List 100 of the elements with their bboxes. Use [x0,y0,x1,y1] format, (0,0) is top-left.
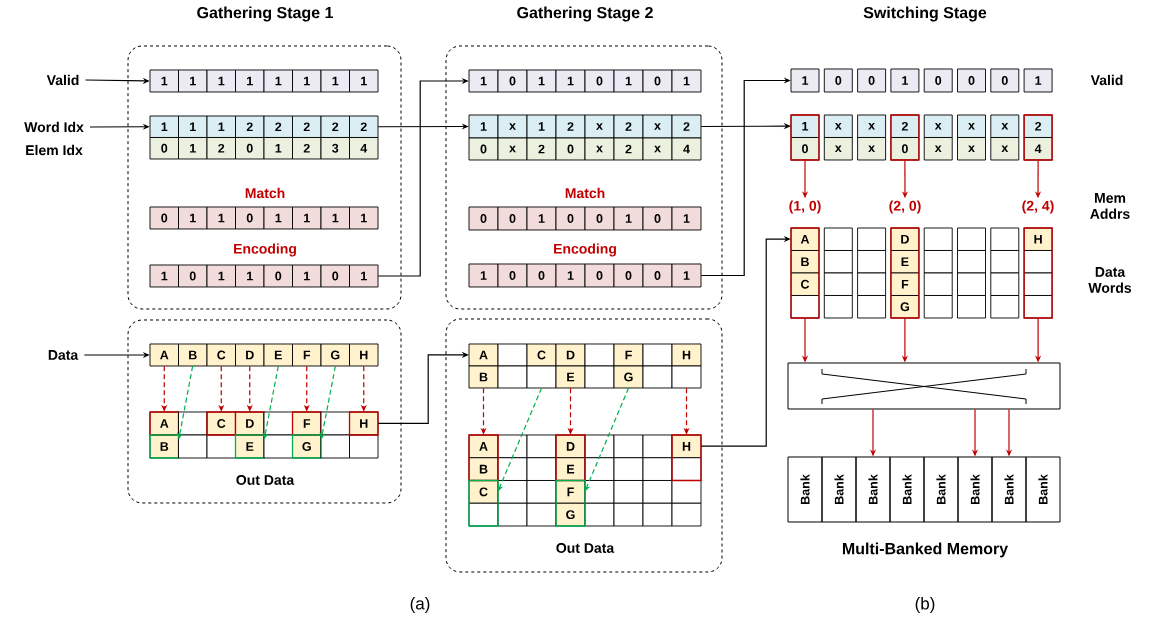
input-label: Valid [46,74,79,86]
node-label: F [567,487,574,497]
data-column [923,227,953,319]
bit-row: A B C D E F G H [149,343,379,367]
subfigure-label: (a) [410,597,430,613]
node-label: x [834,145,842,153]
node-label: 1 [361,213,367,223]
node-label: 1 [361,76,367,86]
node-label: 1 [683,271,690,280]
node-label: 1 [218,122,225,132]
bit-row: 0 1 2 0 1 2 3 4 [149,137,379,160]
group-label: Out Data [236,475,295,485]
node-label: x [509,145,516,153]
node-label: 0 [625,271,632,280]
memory-bank: Bank [991,456,1027,523]
memory-title: Multi-Banked Memory [842,542,1008,558]
index-column: 1 0 [790,114,820,161]
node-label: 4 [360,143,368,153]
node-label: D [246,350,254,360]
node-label: 2 [625,122,632,131]
node-label: 2 [332,122,339,132]
node-label: 1 [361,271,367,281]
node-label: 0 [567,214,574,223]
node-label: 0 [275,271,282,281]
index-column: x x [957,114,986,161]
node-label: x [868,145,875,153]
node-label: 1 [218,76,225,86]
node-label: 1 [902,76,909,85]
node-label: G [330,350,340,360]
node-label: H [360,350,368,360]
data-column: F G [613,343,644,389]
bit-row: 1 0 0 1 0 0 0 1 [468,263,702,288]
node-label: G [302,442,311,451]
node-label: 0 [246,213,253,223]
node-label: H [682,442,691,451]
node-label: 1 [218,271,225,281]
node-label: 1 [190,213,196,223]
row-label: Valid [1090,74,1123,86]
data-column [320,411,350,459]
data-column [178,411,208,459]
data-column: C [206,411,237,459]
node-label: x [596,123,603,130]
node-label: 0 [935,76,942,85]
data-column: A B [468,343,499,389]
node-label: 1 [683,76,690,86]
node-label: 2 [246,122,253,132]
node-label: 1 [625,214,632,223]
node-label: x [934,145,942,153]
dashed-group-box [127,45,402,310]
node-label: E [246,442,254,451]
data-column [857,227,887,319]
node-label: 0 [654,214,661,223]
node-label: 1 [567,271,574,280]
node-label: 1 [625,76,632,86]
input-label: Data [48,350,79,360]
node-label: 0 [968,76,975,85]
data-column [263,411,293,459]
data-column [823,227,853,319]
memory-bank: Bank [1025,456,1061,523]
row-heading: Encoding [554,243,616,257]
node-label: 0 [509,271,516,280]
node-label: 1 [538,214,545,223]
node-label: 1 [247,76,253,86]
input-label: Word Idx [24,121,84,133]
node-label: x [596,145,603,153]
address-label: (2, 4) [1022,200,1054,214]
row-heading: Encoding [234,243,296,257]
data-column: A B [149,411,180,459]
address-label: (2, 0) [889,200,921,214]
bit-row: 0 1 1 0 1 1 1 1 [149,206,379,230]
node-label: 0 [654,76,661,86]
data-grid: A B C D E F G H [468,434,702,527]
node-label: C [479,487,488,497]
node-label: C [217,350,226,360]
node-label: 1 [190,122,196,132]
node-label: 0 [596,271,603,280]
data-column: D E [234,411,265,459]
node-label: x [509,123,516,130]
node-label: E [567,372,575,382]
bit-row: 0 0 1 0 0 1 0 1 [468,206,702,231]
bit-row: 1 x 1 2 x 2 x 2 [468,114,702,139]
subfigure-label: (b) [915,597,935,613]
node-label: x [654,145,661,153]
node-label: 0 [509,214,516,223]
bit-row: 1 0 1 1 0 1 0 1 [468,69,702,93]
data-column [497,343,528,389]
node-label: 2 [275,122,282,132]
data-column: A B C [790,227,820,319]
node-label: 2 [567,122,574,131]
dashed-group-box [445,318,723,573]
node-label: 1 [332,213,339,223]
node-label: 0 [538,271,545,280]
bit-row: 1 1 1 1 1 1 1 1 [149,69,379,93]
node-label: 0 [246,143,253,153]
node-label: E [567,464,575,474]
row-heading: Match [565,187,605,199]
index-column: x x [857,114,887,161]
node-label: 4 [683,144,690,154]
index-column: x x [923,114,953,161]
memory-bank: Bank [821,456,857,523]
